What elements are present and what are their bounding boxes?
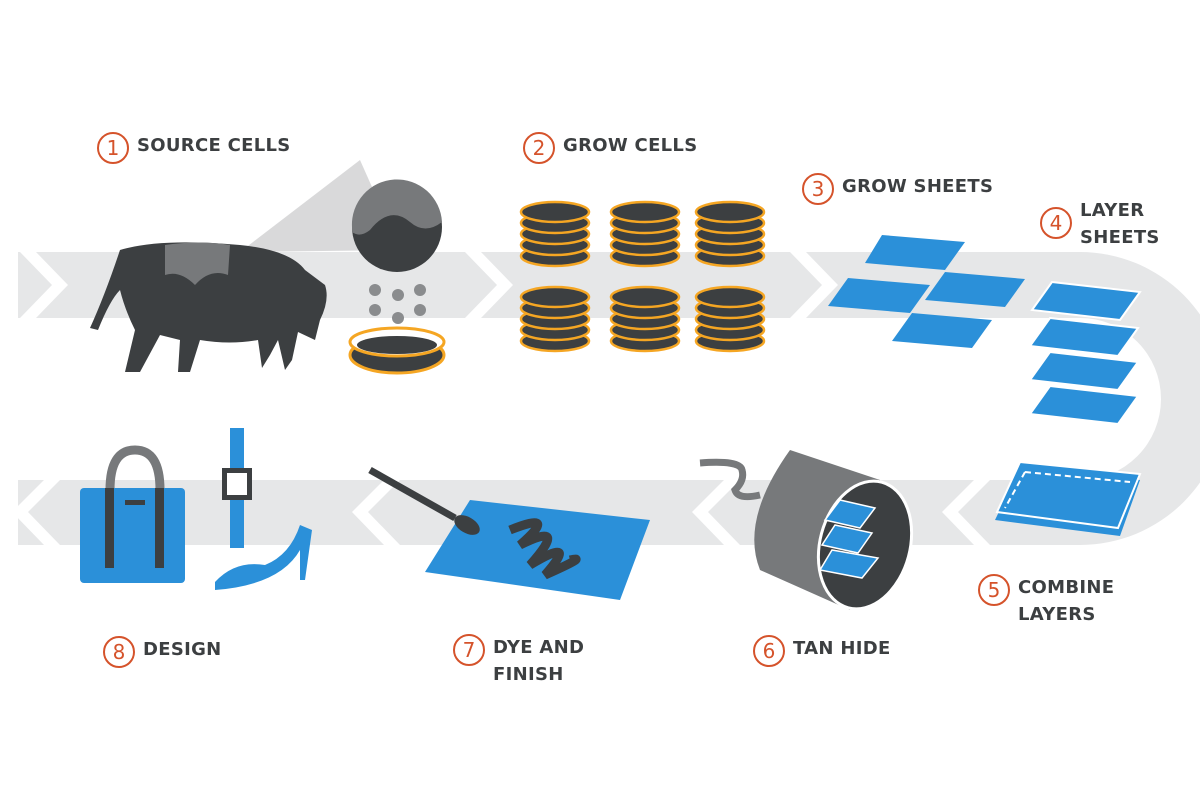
layered-sheets-icon [1028, 280, 1142, 426]
petri-stack-icon [694, 200, 766, 268]
step-1: 1 SOURCE CELLS [97, 132, 291, 164]
step-number: 7 [453, 634, 485, 666]
step-number: 5 [978, 574, 1010, 606]
handbag-icon [105, 445, 165, 491]
chevron-right-icon [465, 252, 513, 318]
petri-stack-icon [519, 200, 591, 268]
step-number: 3 [802, 173, 834, 205]
chevron-left-icon [12, 480, 60, 545]
step-number: 4 [1040, 207, 1072, 239]
chevron-arrows [12, 252, 990, 545]
chevron-left-icon [352, 480, 400, 545]
watch-icon [222, 428, 252, 548]
petri-dish-stacks [519, 200, 766, 353]
step-label: GROW CELLS [563, 135, 698, 156]
step-label: SOURCE CELLS [137, 135, 291, 156]
step-label-line1: COMBINE [1018, 577, 1115, 598]
step-8: 8 DESIGN [103, 636, 222, 668]
petri-dish-icon [348, 326, 446, 375]
tanning-drum-icon [699, 450, 914, 611]
petri-stack-icon [519, 285, 591, 353]
step-number: 2 [523, 132, 555, 164]
step-number: 1 [97, 132, 129, 164]
petri-stack-icon [609, 285, 681, 353]
cell-sheets-icon [828, 235, 1025, 348]
step-7: 7 DYE AND FINISH [453, 634, 584, 688]
step-2: 2 GROW CELLS [523, 132, 697, 164]
petri-stack-icon [694, 285, 766, 353]
step-label-line2: LAYERS [1018, 604, 1096, 625]
paint-brush-icon [368, 466, 650, 600]
high-heel-icon [215, 525, 312, 590]
step-label-line1: LAYER [1080, 200, 1145, 221]
step-3: 3 GROW SHEETS [802, 173, 993, 205]
step-label-line1: DYE AND [493, 637, 585, 658]
step-number: 8 [103, 636, 135, 668]
step-5: 5 COMBINE LAYERS [978, 574, 1114, 628]
chevron-right-icon [790, 252, 838, 318]
step-6: 6 TAN HIDE [753, 635, 891, 667]
step-4: 4 LAYER SHEETS [1040, 197, 1160, 251]
step-label-line2: FINISH [493, 664, 564, 685]
combined-layers-icon [995, 460, 1142, 536]
step-number: 6 [753, 635, 785, 667]
chevron-left-icon [942, 480, 990, 545]
step-label: GROW SHEETS [842, 176, 994, 197]
step-label: DESIGN [143, 639, 222, 660]
step-label: TAN HIDE [793, 638, 891, 659]
petri-stack-icon [609, 200, 681, 268]
step-label-line2: SHEETS [1080, 227, 1160, 248]
design-products-icon [80, 428, 312, 590]
chevron-left-icon [692, 480, 740, 545]
chevron-right-icon [20, 252, 68, 318]
cow-icon [90, 160, 446, 375]
